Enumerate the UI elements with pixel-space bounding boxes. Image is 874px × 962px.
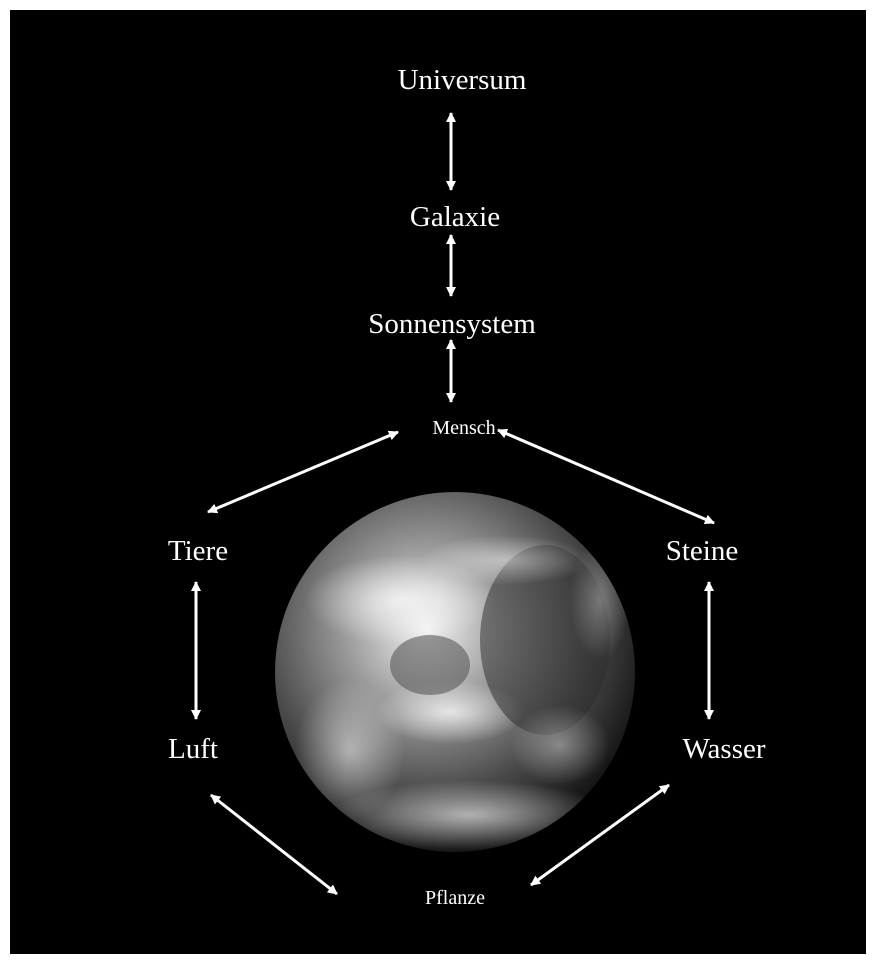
- node-tiere: Tiere: [168, 537, 228, 566]
- arrow-water-plant: [531, 785, 669, 885]
- arrow-human-stones: [498, 430, 714, 523]
- node-universum: Universum: [398, 66, 527, 95]
- node-steine: Steine: [666, 537, 739, 566]
- node-luft: Luft: [168, 735, 218, 764]
- node-mensch: Mensch: [432, 418, 495, 438]
- arrow-human-animals: [208, 432, 398, 512]
- node-pflanze: Pflanze: [425, 888, 485, 908]
- node-sonnensystem: Sonnensystem: [368, 310, 536, 339]
- arrow-air-plant: [211, 795, 337, 894]
- node-galaxie: Galaxie: [410, 203, 500, 232]
- node-wasser: Wasser: [682, 735, 765, 764]
